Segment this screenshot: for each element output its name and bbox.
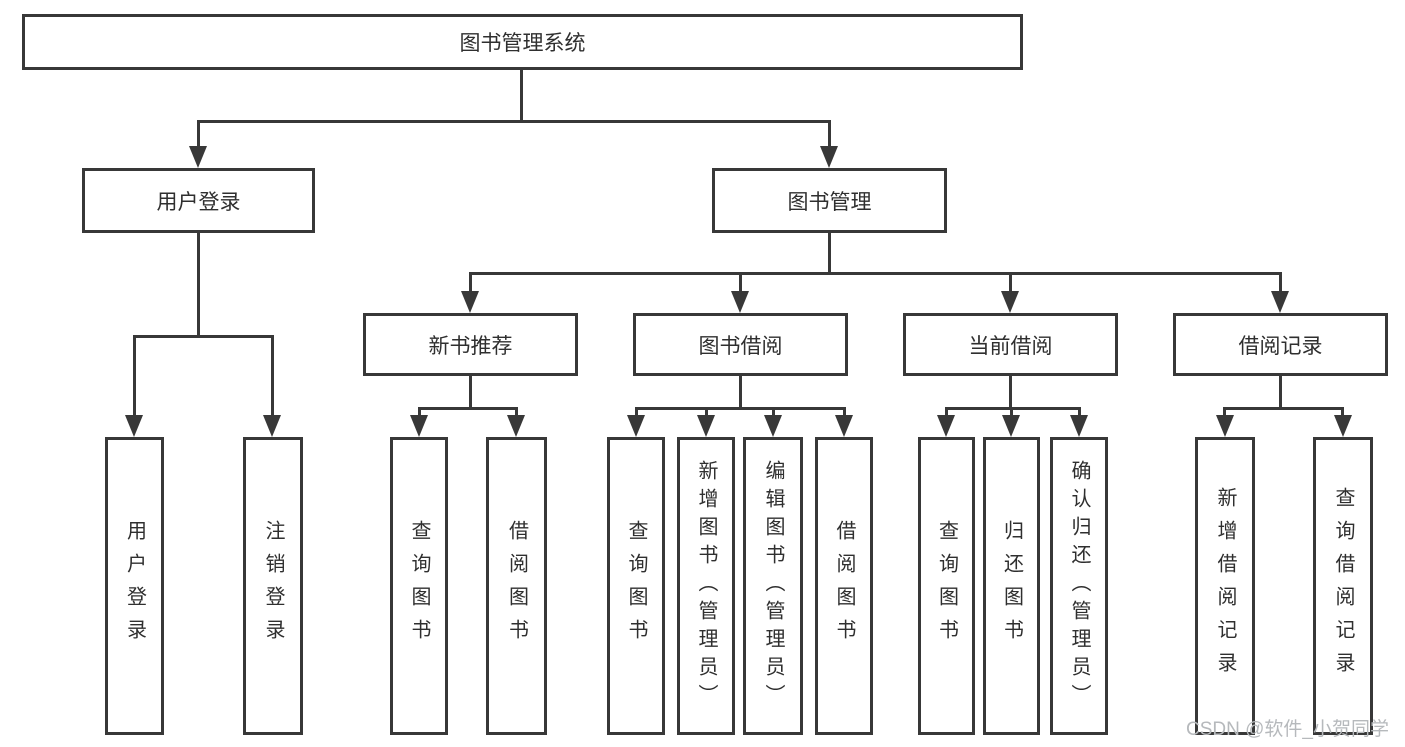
connector-recommend-stem <box>469 376 472 407</box>
node-leaf-confirm-return-admin-label: 确认归还（管理员） <box>1068 460 1090 712</box>
connector-login-bar <box>133 335 274 338</box>
node-leaf-borrow-books-label: 借阅图书 <box>833 520 855 652</box>
arrow-down-icon <box>731 291 749 313</box>
arrow-down-icon <box>410 415 428 437</box>
node-leaf-borrow-books-recommend-label: 借阅图书 <box>505 520 528 652</box>
node-leaf-edit-book-admin: 编辑图书（管理员） <box>743 437 803 735</box>
arrow-down-icon <box>820 146 838 168</box>
arrow-down-icon <box>1002 415 1020 437</box>
node-leaf-user-login: 用户登录 <box>105 437 164 735</box>
connector-records-drop-1 <box>1223 407 1226 415</box>
node-user-login-label: 用户登录 <box>156 190 241 214</box>
connector-root-drop-1 <box>197 120 200 146</box>
arrow-down-icon <box>835 415 853 437</box>
node-leaf-return-book-label: 归还图书 <box>1000 520 1023 652</box>
node-leaf-query-books-recommend: 查询图书 <box>390 437 448 735</box>
connector-current-drop-3 <box>1078 407 1081 415</box>
connector-current-drop-2 <box>1010 407 1013 415</box>
connector-root-stem <box>520 70 523 120</box>
arrow-down-icon <box>764 415 782 437</box>
connector-records-drop-2 <box>1341 407 1344 415</box>
node-leaf-edit-book-admin-label: 编辑图书（管理员） <box>762 460 784 712</box>
node-leaf-query-books-current: 查询图书 <box>918 437 975 735</box>
arrow-down-icon <box>263 415 281 437</box>
connector-borrow-drop-2 <box>705 407 708 415</box>
watermark: CSDN @软件_小贺同学 <box>1186 719 1389 740</box>
connector-login-drop-1 <box>133 335 136 415</box>
node-leaf-add-borrow-record: 新增借阅记录 <box>1195 437 1255 735</box>
arrow-down-icon <box>461 291 479 313</box>
arrow-down-icon <box>507 415 525 437</box>
connector-login-drop-2 <box>271 335 274 415</box>
connector-root-drop-2 <box>828 120 831 146</box>
connector-recommend-drop-1 <box>418 407 421 415</box>
node-book-borrow: 图书借阅 <box>633 313 848 376</box>
connector-mgmt-drop-3 <box>1009 272 1012 291</box>
node-borrow-records-label: 借阅记录 <box>1238 334 1323 358</box>
node-leaf-query-books-borrow: 查询图书 <box>607 437 665 735</box>
node-leaf-logout-label: 注销登录 <box>262 520 284 652</box>
arrow-down-icon <box>627 415 645 437</box>
node-leaf-query-borrow-record: 查询借阅记录 <box>1313 437 1373 735</box>
node-new-book-recommend: 新书推荐 <box>363 313 578 376</box>
connector-current-drop-1 <box>945 407 948 415</box>
node-leaf-logout: 注销登录 <box>243 437 303 735</box>
connector-borrow-bar <box>635 407 846 410</box>
node-leaf-add-book-admin: 新增图书（管理员） <box>677 437 735 735</box>
node-leaf-query-borrow-record-label: 查询借阅记录 <box>1332 487 1354 685</box>
arrow-down-icon <box>1070 415 1088 437</box>
node-root-label: 图书管理系统 <box>459 32 586 55</box>
node-borrow-records: 借阅记录 <box>1173 313 1388 376</box>
node-leaf-add-borrow-record-label: 新增借阅记录 <box>1214 487 1236 685</box>
connector-borrow-drop-3 <box>772 407 775 415</box>
node-book-borrow-label: 图书借阅 <box>698 334 783 358</box>
node-leaf-add-book-admin-label: 新增图书（管理员） <box>695 460 717 712</box>
connector-root-bar <box>197 120 831 123</box>
connector-borrow-drop-1 <box>635 407 638 415</box>
connector-records-stem <box>1279 376 1282 407</box>
node-leaf-borrow-books-recommend: 借阅图书 <box>486 437 547 735</box>
node-current-borrow-label: 当前借阅 <box>968 334 1053 358</box>
connector-mgmt-drop-4 <box>1279 272 1282 291</box>
node-book-management: 图书管理 <box>712 168 947 233</box>
arrow-down-icon <box>125 415 143 437</box>
connector-records-bar <box>1223 407 1344 410</box>
node-root: 图书管理系统 <box>22 14 1023 70</box>
arrow-down-icon <box>937 415 955 437</box>
node-current-borrow: 当前借阅 <box>903 313 1118 376</box>
connector-current-stem <box>1009 376 1012 407</box>
arrow-down-icon <box>1001 291 1019 313</box>
node-book-management-label: 图书管理 <box>787 190 872 214</box>
connector-mgmt-bar <box>469 272 1282 275</box>
node-leaf-query-books-current-label: 查询图书 <box>935 520 958 652</box>
node-leaf-query-books-borrow-label: 查询图书 <box>625 520 647 652</box>
connector-recommend-bar <box>418 407 518 410</box>
connector-mgmt-drop-2 <box>739 272 742 291</box>
node-leaf-query-books-recommend-label: 查询图书 <box>408 520 430 652</box>
arrow-down-icon <box>697 415 715 437</box>
arrow-down-icon <box>1334 415 1352 437</box>
arrow-down-icon <box>1271 291 1289 313</box>
connector-borrow-drop-4 <box>843 407 846 415</box>
node-leaf-return-book: 归还图书 <box>983 437 1040 735</box>
node-leaf-confirm-return-admin: 确认归还（管理员） <box>1050 437 1108 735</box>
node-user-login: 用户登录 <box>82 168 315 233</box>
arrow-down-icon <box>1216 415 1234 437</box>
node-leaf-borrow-books: 借阅图书 <box>815 437 873 735</box>
connector-mgmt-stem <box>828 233 831 272</box>
connector-recommend-drop-2 <box>515 407 518 415</box>
connector-mgmt-drop-1 <box>469 272 472 291</box>
connector-login-stem <box>197 233 200 335</box>
connector-borrow-stem <box>739 376 742 407</box>
node-new-book-recommend-label: 新书推荐 <box>428 334 513 358</box>
node-leaf-user-login-label: 用户登录 <box>123 520 146 652</box>
arrow-down-icon <box>189 146 207 168</box>
